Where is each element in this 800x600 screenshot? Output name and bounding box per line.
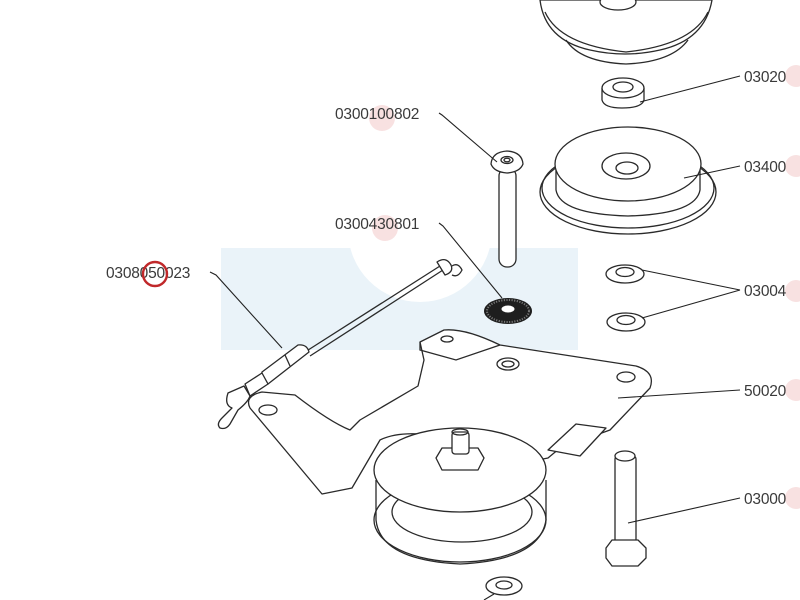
spacer-bushing-part[interactable]	[601, 77, 645, 109]
upper-pulley-part[interactable]	[539, 0, 713, 65]
pulley-part[interactable]	[539, 126, 717, 235]
label-03004[interactable]: 03004	[744, 283, 787, 300]
lower-pulley-part[interactable]	[373, 427, 547, 565]
spring-rod-part[interactable]	[217, 258, 463, 430]
leader-lines	[209, 75, 741, 524]
flat-washers-part[interactable]	[605, 264, 646, 332]
label-03400[interactable]: 03400	[744, 159, 787, 176]
callout-dots	[369, 65, 800, 509]
label-03000[interactable]: 03000	[744, 491, 787, 508]
serrated-washer-part[interactable]	[484, 298, 532, 324]
tensioner-bracket-part[interactable]	[247, 329, 653, 495]
label-0300430801[interactable]: 0300430801	[335, 216, 419, 233]
label-50020[interactable]: 50020	[744, 383, 787, 400]
highlight-circle	[141, 260, 169, 288]
label-0300100802[interactable]: 0300100802	[335, 106, 419, 123]
bottom-washer-part[interactable]	[483, 576, 523, 600]
part-labels: 0300100802 0300430801 0308050023 03020 0…	[106, 69, 787, 508]
button-bolt-part[interactable]	[490, 150, 524, 268]
watermark	[221, 158, 578, 350]
label-0308050023[interactable]: 0308050023	[106, 265, 190, 282]
label-03020[interactable]: 03020	[744, 69, 787, 86]
hex-bolt-part[interactable]	[605, 450, 647, 567]
